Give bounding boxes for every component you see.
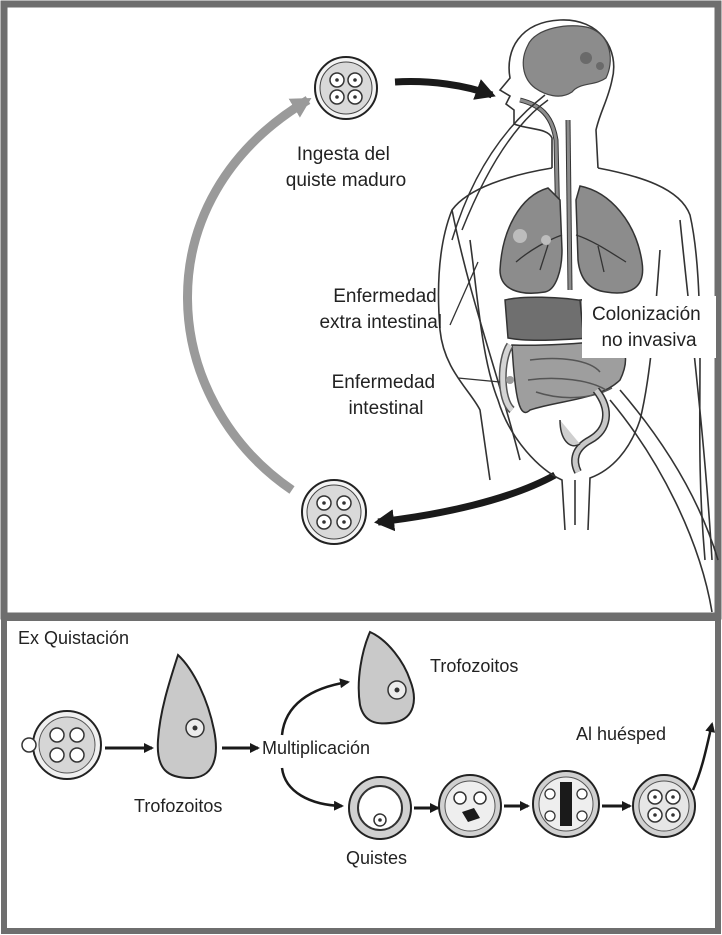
branch-down-arrow xyxy=(282,768,342,806)
mature-cyst-bottom-icon xyxy=(633,775,695,837)
trophozoite-2-icon xyxy=(359,632,414,723)
ingestion-label: Ingesta del quiste maduro xyxy=(286,144,406,191)
trophozoites-label-1: Trofozoitos xyxy=(134,796,222,816)
liver xyxy=(505,297,590,340)
cysts-label: Quistes xyxy=(346,848,407,868)
to-host-label: Al huésped xyxy=(576,724,666,744)
extra-intestinal-label: Enfermedad extra intestinal xyxy=(319,286,442,333)
intestines xyxy=(512,340,625,472)
branch-up-arrow xyxy=(282,682,348,735)
multiplication-label: Multiplicación xyxy=(262,738,370,758)
mature-cyst-icon xyxy=(315,57,377,119)
immature-cyst-3-icon xyxy=(533,771,599,837)
immature-cyst-1-icon xyxy=(349,777,411,839)
trophozoites-label-2: Trofozoitos xyxy=(430,656,518,676)
immature-cyst-2-icon xyxy=(439,775,501,837)
excreted-cyst-icon xyxy=(302,480,366,544)
to-host-arrow xyxy=(693,724,712,790)
excysting-cyst-icon xyxy=(22,711,101,779)
human-body-illustration xyxy=(439,20,713,560)
brain-shape xyxy=(523,26,610,96)
excretion-arrow xyxy=(378,475,555,522)
ingestion-arrow xyxy=(395,82,492,95)
trophozoite-1-icon xyxy=(158,655,216,778)
excystation-label: Ex Quistación xyxy=(18,628,129,648)
left-lung xyxy=(500,188,562,293)
cycle-gray-arrow xyxy=(187,100,308,490)
intestinal-label: Enfermedad intestinal xyxy=(332,372,441,419)
